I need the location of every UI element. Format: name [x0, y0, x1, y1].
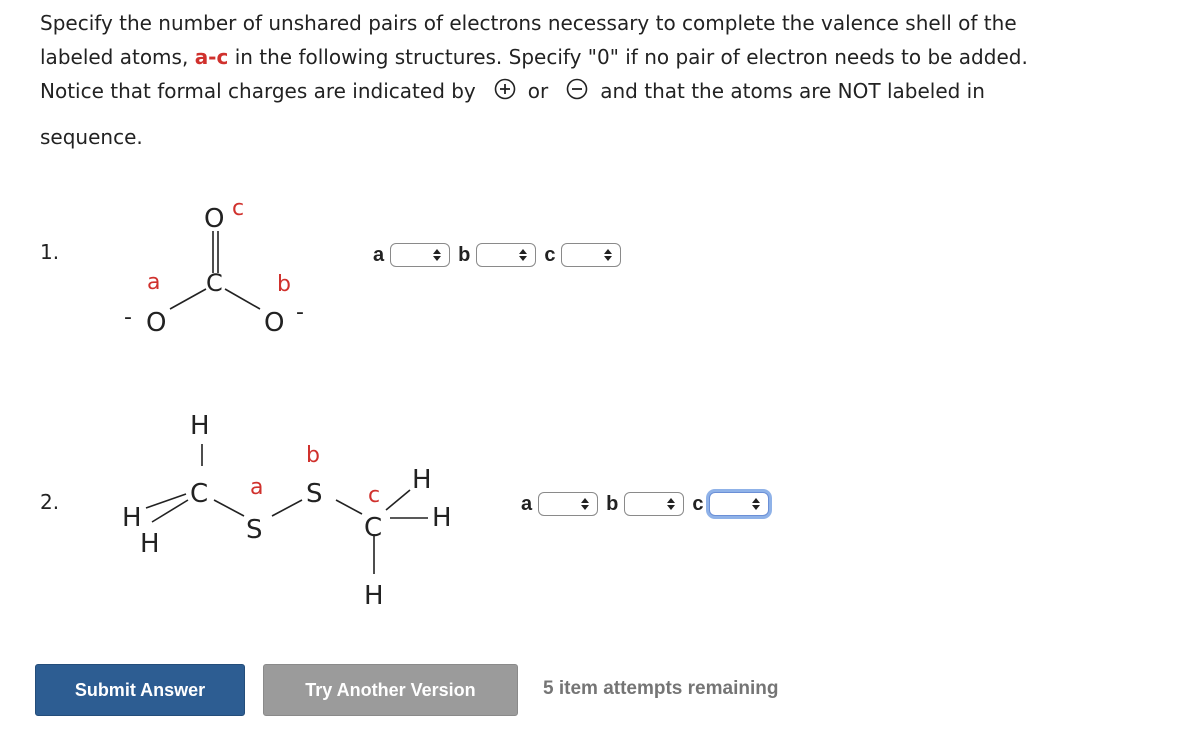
atom-h-bottom: H: [364, 581, 384, 610]
submit-answer-button[interactable]: Submit Answer: [35, 664, 245, 716]
label-c: c: [368, 483, 380, 508]
atom-o-left: O: [146, 308, 166, 338]
up-down-arrow-icon: [581, 496, 590, 512]
prompt-line-3-or: or: [527, 79, 549, 103]
charge-right: -: [296, 300, 304, 325]
prompt-line-4: sequence.: [40, 124, 143, 149]
prompt-line-3-pre: Notice that formal charges are indicated…: [40, 79, 476, 103]
label-a: a: [147, 270, 160, 295]
atom-h-left: H: [122, 503, 142, 533]
label-a: a: [250, 475, 263, 500]
atom-h-top: H: [190, 411, 210, 441]
answer-2c-select[interactable]: [709, 492, 770, 516]
label-b: b: [306, 443, 320, 468]
question-2-number: 2.: [40, 490, 60, 514]
atom-o-right: O: [264, 308, 284, 338]
answer-2b-select[interactable]: [624, 492, 685, 516]
label-c: c: [232, 196, 244, 221]
structure-1-carboxylate: O c C a b - O O -: [124, 196, 304, 338]
plus-charge-icon: [494, 76, 516, 110]
answer-1c-select[interactable]: [561, 243, 622, 267]
up-down-arrow-icon: [667, 496, 676, 512]
prompt-line-1: Specify the number of unshared pairs of …: [40, 11, 1017, 35]
answer-1c-label: c: [544, 243, 556, 266]
question-1-number: 1.: [40, 240, 60, 264]
atom-h-right-top: H: [412, 465, 432, 495]
up-down-arrow-icon: [604, 247, 613, 263]
atom-c-left: C: [190, 479, 208, 509]
up-down-arrow-icon: [752, 496, 761, 512]
label-b: b: [277, 272, 291, 297]
answer-row-1: a b c: [371, 243, 622, 267]
atom-s-mid: S: [246, 515, 263, 545]
answer-2a-select[interactable]: [538, 492, 599, 516]
structure-2-disulfide: H C H H a S b S c C H H H: [122, 411, 452, 610]
minus-charge-icon: [566, 76, 588, 110]
answer-1a-select[interactable]: [390, 243, 451, 267]
answer-1a-label: a: [373, 243, 385, 266]
prompt-line-3: Notice that formal charges are indicated…: [40, 74, 1170, 110]
attempts-remaining: 5 item attempts remaining: [543, 678, 779, 699]
atom-h-right: H: [432, 503, 452, 533]
atom-c-right: C: [364, 513, 382, 543]
prompt-highlight-a-c: a-c: [194, 45, 229, 69]
atom-o-top: O: [204, 204, 224, 234]
charge-left: -: [124, 305, 132, 330]
up-down-arrow-icon: [433, 247, 442, 263]
prompt-line-2: labeled atoms, a-c in the following stru…: [40, 40, 1170, 74]
try-another-version-button[interactable]: Try Another Version: [263, 664, 518, 716]
prompt-line-2-pre: labeled atoms,: [40, 45, 195, 69]
atom-s-right: S: [306, 479, 323, 509]
answer-2b-label: b: [606, 492, 619, 515]
answer-2c-label: c: [692, 492, 704, 515]
answer-2a-label: a: [521, 492, 533, 515]
question-prompt: Specify the number of unshared pairs of …: [40, 6, 1170, 154]
answer-row-2: a b c: [519, 492, 770, 516]
atom-h-left-low: H: [140, 529, 160, 559]
answer-1b-select[interactable]: [476, 243, 537, 267]
answer-1b-label: b: [458, 243, 471, 266]
prompt-line-3-post: and that the atoms are NOT labeled in: [600, 79, 985, 103]
atom-c-center: C: [206, 269, 223, 297]
up-down-arrow-icon: [519, 247, 528, 263]
prompt-line-2-post: in the following structures. Specify "0"…: [228, 45, 1028, 69]
